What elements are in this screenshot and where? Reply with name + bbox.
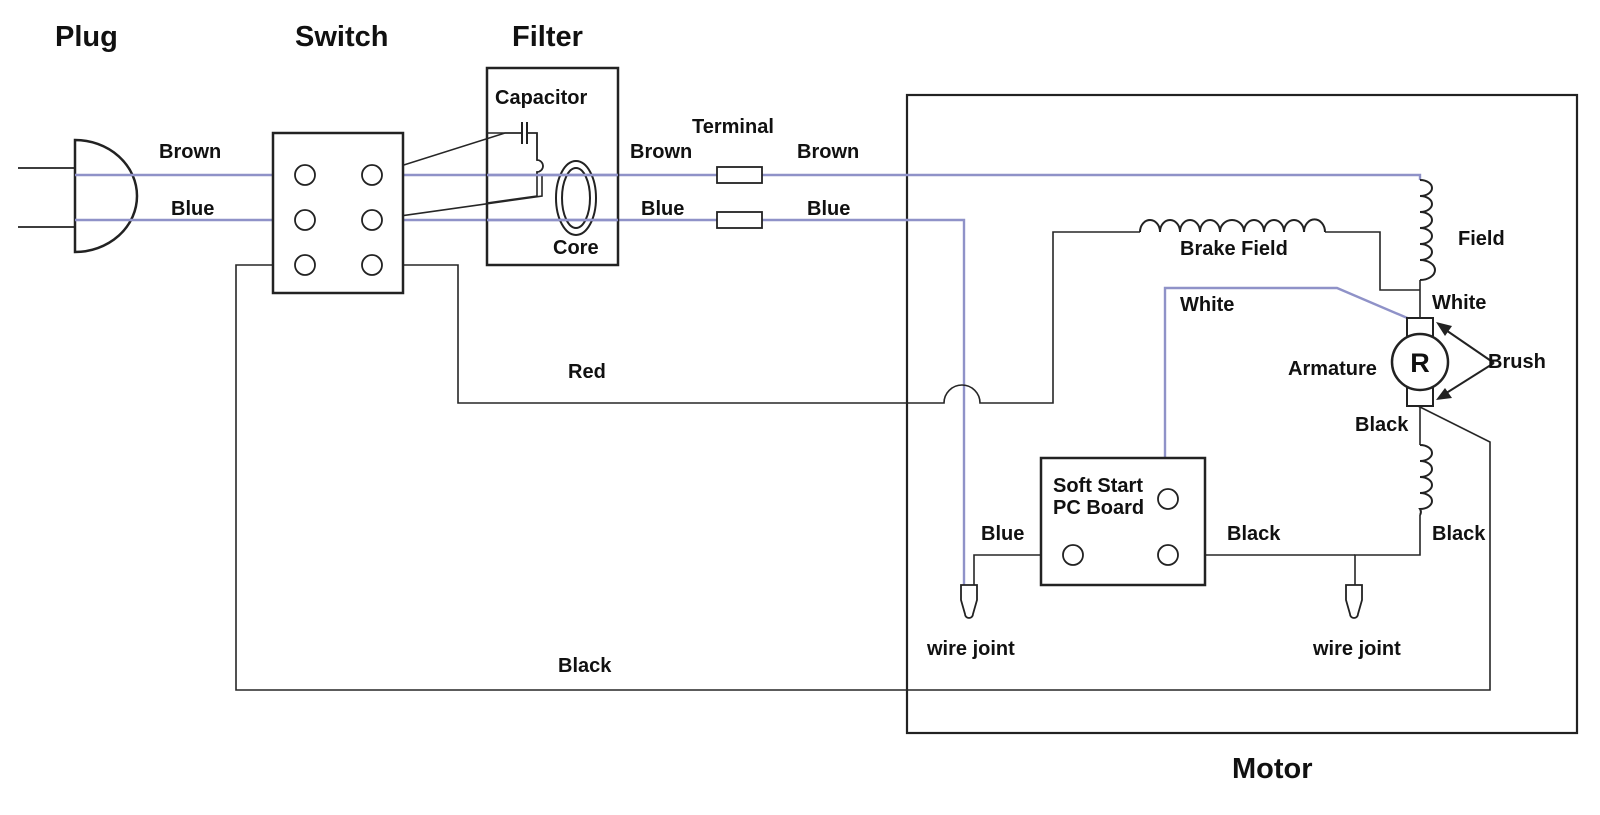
plug	[18, 138, 139, 254]
wire-filter-bottom	[371, 175, 543, 221]
wire-joint-left-shape	[960, 584, 978, 619]
plug-title: Plug	[55, 21, 118, 53]
black-coil	[1418, 444, 1433, 516]
switch-terminal	[361, 209, 383, 231]
core-label: Core	[553, 237, 599, 259]
wire-brake-to-field	[1325, 231, 1420, 291]
switch-terminal	[361, 254, 383, 276]
terminal-label: Terminal	[692, 116, 774, 138]
filter-block	[485, 66, 620, 267]
wire-coil-to-joint	[1354, 515, 1421, 592]
field-label: Field	[1458, 228, 1505, 250]
wire-black-return	[235, 264, 1491, 691]
switch-terminal	[294, 164, 316, 186]
armature-label: Armature	[1288, 358, 1377, 380]
wire-blue	[75, 218, 966, 592]
wire-label-black-field: Black	[1432, 523, 1486, 545]
armature-symbol: R	[1410, 348, 1430, 378]
filter-box	[485, 66, 620, 267]
wire-label-black-bottom: Black	[558, 655, 612, 677]
soft-start-board	[1039, 456, 1207, 587]
pc-board-terminal	[1062, 544, 1084, 566]
switch-title: Switch	[295, 21, 388, 53]
switch-terminal	[294, 209, 316, 231]
terminal-bottom	[716, 211, 763, 229]
brush-arrow-head	[1436, 388, 1452, 400]
pc-board-label-line1: Soft Start	[1053, 475, 1143, 497]
wire-label-brown-motor: Brown	[797, 141, 859, 163]
wire-label-blue-filter: Blue	[641, 198, 684, 220]
switch-terminal	[294, 254, 316, 276]
wire-label-blue-motor: Blue	[807, 198, 850, 220]
wire-label-brown-filter: Brown	[630, 141, 692, 163]
core-ring-inner	[561, 167, 591, 229]
wire-label-blue-plug: Blue	[171, 198, 214, 220]
switch-box	[271, 131, 405, 295]
motor-frame	[905, 93, 1579, 735]
wire-label-white-board: White	[1180, 294, 1234, 316]
wire-joint-left-label: wire joint	[926, 638, 1015, 660]
armature: R	[1390, 317, 1495, 407]
filter-title: Filter	[512, 21, 583, 53]
wire-label-black-board: Black	[1227, 523, 1281, 545]
wire-label-white: White	[1432, 292, 1486, 314]
brush-arrow-head	[1436, 322, 1452, 336]
brake-field-label: Brake Field	[1180, 238, 1288, 260]
terminal-top	[716, 166, 763, 184]
brush-label: Brush	[1488, 351, 1546, 373]
wire-board-blue	[973, 554, 1072, 592]
pc-board-terminal	[1157, 488, 1179, 510]
wire-label-black-armature: Black	[1355, 414, 1409, 436]
switch-block	[271, 131, 405, 295]
armature-rotor	[1390, 332, 1450, 392]
switch-terminal	[361, 164, 383, 186]
wire-label-blue-board: Blue	[981, 523, 1024, 545]
pc-board-terminal	[1157, 544, 1179, 566]
pc-board-label-line2: PC Board	[1053, 497, 1144, 519]
brake-field-coil	[1139, 218, 1326, 233]
field-coil	[1419, 179, 1436, 281]
motor-title: Motor	[1232, 753, 1313, 785]
core-ring-outer	[555, 160, 597, 236]
wire-capacitor-right	[527, 132, 544, 175]
wire-label-brown-plug: Brown	[159, 141, 221, 163]
capacitor-label: Capacitor	[495, 87, 587, 109]
terminal-block	[716, 166, 763, 229]
wire-red	[370, 231, 1140, 404]
wire-joint-right-label: wire joint	[1312, 638, 1401, 660]
wire-joint-right-shape	[1345, 584, 1363, 619]
wire-white-board	[1163, 286, 1413, 488]
wire-label-red: Red	[568, 361, 606, 383]
